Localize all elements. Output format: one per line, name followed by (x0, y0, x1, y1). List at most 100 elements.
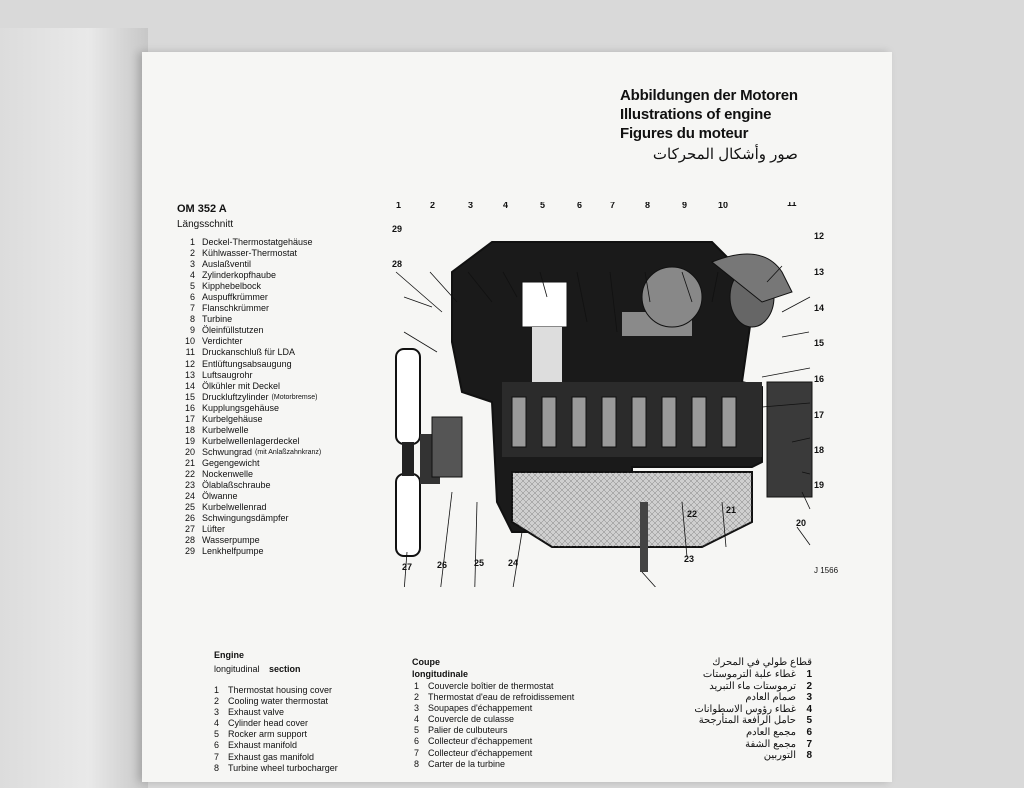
item-number: 13 (184, 369, 195, 380)
item-number: 7 (214, 751, 220, 762)
callout-10: 10 (718, 202, 728, 210)
item-label: Lenkhelfpumpe (202, 546, 264, 557)
coupe-section-title: Coupe (412, 657, 440, 667)
item-label: Kurbelwelle (202, 424, 249, 435)
item-number: 2 (806, 680, 812, 692)
callout-22: 22 (687, 509, 697, 519)
item-number: 6 (414, 736, 420, 747)
item-number: 23 (184, 480, 195, 491)
list-item: 18 Kurbelwelle (177, 425, 321, 436)
item-label: Druckanschluß für LDA (202, 347, 296, 358)
item-number: 18 (184, 424, 195, 435)
item-number: 8 (214, 762, 220, 773)
item-label: Kurbelgehäuse (202, 413, 263, 424)
item-number: 4 (189, 270, 195, 281)
callout-6: 6 (577, 202, 582, 210)
item-label: Auspuffkrümmer (202, 292, 268, 303)
item-number: 14 (184, 380, 195, 391)
item-label: Exhaust gas manifold (228, 751, 315, 762)
item-number: 8 (806, 750, 812, 762)
list-item: 25 Kurbelwellenrad (177, 502, 321, 513)
page-heading: Abbildungen der Motoren Illustrations of… (620, 86, 798, 164)
item-number: 8 (414, 758, 420, 769)
engine-section-title: Engine (214, 650, 245, 660)
item-label: Kupplungsgehäuse (202, 402, 280, 413)
item-number: 26 (184, 513, 195, 524)
item-number: 7 (189, 303, 195, 314)
item-label: غطاء علبة الترموستات (702, 669, 796, 680)
item-label: Schwingungsdämpfer (202, 513, 289, 524)
item-label: Lüfter (202, 524, 226, 535)
item-label: Couvercle de culasse (428, 714, 515, 725)
list-item: 1 Thermostat housing cover (214, 685, 338, 696)
item-number: 5 (414, 725, 420, 736)
item-label: Ölwanne (202, 491, 238, 502)
left-page-edge (0, 28, 148, 788)
item-label: Rocker arm support (228, 729, 308, 740)
item-number: 7 (806, 738, 812, 750)
item-number: 3 (806, 692, 812, 704)
coupe-section-sub: longitudinale (412, 669, 468, 679)
list-item: 8 التوربين (652, 750, 812, 762)
list-item: 3 صمام العادم (652, 692, 812, 704)
engine-block-drawing (431, 241, 813, 572)
callout-9: 9 (682, 202, 687, 210)
item-label: Schwungrad (202, 446, 253, 457)
heading-fr: Figures du moteur (620, 125, 749, 142)
item-label: Palier de culbuteurs (428, 725, 508, 736)
callout-20: 20 (796, 518, 806, 528)
item-number: 21 (184, 457, 195, 468)
callout-26: 26 (437, 560, 447, 570)
item-number: 25 (184, 502, 195, 513)
callout-3: 3 (468, 202, 473, 210)
callout-29: 29 (392, 224, 402, 234)
item-number: 10 (184, 336, 195, 347)
item-label: صمام العادم (745, 692, 796, 704)
item-label: Kurbelwellenrad (202, 502, 267, 513)
item-label: Couvercle boîtier de thermostat (428, 681, 554, 691)
item-number: 1 (189, 237, 195, 247)
diagram-code: J 1566 (814, 566, 839, 575)
callout-11: 11 (787, 202, 797, 208)
callout-15: 15 (814, 338, 824, 348)
item-label: Druckluftzylinder (202, 391, 269, 402)
item-label: Verdichter (202, 336, 243, 347)
arabic-section-title: قطاع طولي في المحرك (712, 657, 812, 668)
item-number: 1 (214, 685, 220, 695)
item-number: 3 (189, 259, 195, 270)
item-number: 2 (214, 696, 220, 707)
item-label: Exhaust manifold (228, 740, 298, 751)
callout-19: 19 (814, 480, 824, 490)
item-label: التوربين (763, 750, 796, 762)
callout-13: 13 (814, 267, 824, 277)
item-label: Collecteur d'échappement (428, 736, 533, 747)
item-label: ترموستات ماء التبريد (709, 680, 796, 692)
item-label: Kipphebelbock (202, 281, 262, 292)
callout-7: 7 (610, 202, 615, 210)
item-number: 22 (184, 468, 195, 479)
item-label: Thermostat housing cover (228, 685, 333, 695)
